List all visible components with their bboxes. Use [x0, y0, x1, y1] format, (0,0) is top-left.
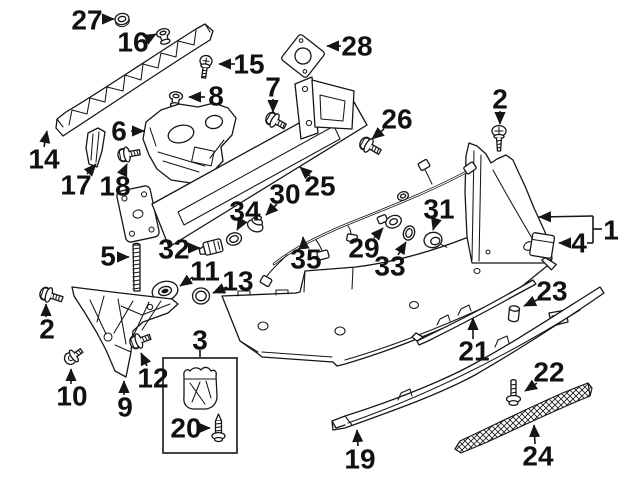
callout-17-leader-0: [83, 163, 97, 177]
callout-11: 11: [190, 256, 220, 287]
callout-3: 3: [192, 325, 208, 356]
part-33-o-ring: [402, 225, 416, 241]
part-34-o-ring: [225, 232, 243, 246]
part-10-screw: [63, 348, 84, 366]
callout-19: 19: [344, 444, 375, 475]
callout-1: 1: [603, 215, 619, 246]
callout-26-leader-0: [371, 127, 385, 140]
callout-9: 9: [117, 392, 133, 423]
part-9-side-bracket: [71, 286, 179, 378]
callout-2: 2: [492, 84, 508, 115]
part-15-screw: [199, 54, 213, 79]
callout-28: 28: [341, 31, 372, 62]
callout-34: 34: [229, 196, 261, 227]
part-18-bolt: [117, 146, 141, 163]
callout-33-leader-0: [394, 241, 407, 256]
callout-16-leader-0: [142, 33, 157, 45]
callout-14: 14: [28, 144, 60, 175]
callout-5: 5: [100, 241, 116, 272]
callout-29-leader-0: [370, 227, 384, 241]
part-28-gasket: [281, 34, 325, 78]
callout-24-leader-0: [529, 424, 541, 445]
part-5-stud: [132, 242, 141, 292]
part-12-bolt: [129, 333, 152, 350]
callout-31: 31: [423, 194, 454, 225]
callout-18: 18: [99, 171, 130, 202]
part-26-bolt: [359, 136, 382, 155]
part-23-buffer: [507, 305, 521, 323]
callout-12: 12: [137, 363, 168, 394]
part-14-absorber-strip: [55, 23, 214, 137]
part-35-harness: [259, 158, 477, 288]
callout-21: 21: [458, 336, 489, 367]
callout-13-leader-0: [212, 283, 228, 294]
part-20-screw: [211, 413, 226, 443]
callout-13: 13: [222, 266, 253, 297]
part-24-mesh-grille: [454, 382, 593, 454]
callout-23: 23: [536, 276, 567, 307]
callout-2: 2: [39, 314, 55, 345]
callout-26: 26: [381, 104, 412, 135]
part-22-stud: [505, 379, 522, 407]
part-25-impact-bar: [116, 76, 368, 248]
part-4-tow-eye-cover: [529, 232, 557, 271]
callout-11-leader-0: [179, 274, 194, 287]
callout-33: 33: [374, 251, 405, 282]
callout-30: 30: [269, 179, 300, 210]
part-7-bolt: [265, 111, 287, 130]
callout-12-leader-0: [140, 352, 152, 367]
part-16-clip: [155, 27, 171, 45]
part-31-sensor: [423, 231, 448, 249]
part-30-sensor-retainer: [246, 214, 264, 233]
callout-22: 22: [533, 357, 564, 388]
callout-25-leader-0: [299, 166, 313, 180]
callout-20: 20: [170, 413, 201, 444]
part-27-nut: [114, 12, 130, 28]
part-17-bracket: [85, 127, 106, 168]
part-2-bolt-left: [39, 286, 64, 303]
part-6-bracket: [142, 102, 237, 184]
callout-18-leader-0: [116, 163, 128, 178]
callout-34-leader-0: [236, 216, 248, 231]
callout-35: 35: [290, 244, 321, 275]
callout-16: 16: [117, 27, 148, 58]
callout-8: 8: [208, 81, 224, 112]
callout-4: 4: [571, 228, 587, 259]
callout-27: 27: [71, 5, 102, 36]
callout-17: 17: [60, 170, 91, 201]
callout-6: 6: [111, 116, 127, 147]
callout-19-leader-0: [352, 429, 364, 447]
part-13-o-ring: [191, 287, 211, 305]
callout-22-leader-0: [524, 379, 539, 392]
callout-30-leader-0: [265, 202, 279, 216]
part-19-valance: [331, 286, 605, 431]
callout-31-leader-0: [431, 216, 442, 231]
part-29-sensor: [376, 214, 402, 229]
kit-bag: [183, 366, 218, 410]
callout-23-leader-0: [523, 295, 540, 307]
callout-32: 32: [158, 234, 189, 265]
callout-29: 29: [348, 233, 379, 264]
callout-25: 25: [304, 171, 335, 202]
callout-14-leader-0: [39, 130, 51, 148]
callout-15: 15: [233, 49, 264, 80]
part-2-screw-top: [491, 124, 507, 152]
callout-35-leader-0: [298, 236, 310, 250]
tow-hook-bracket: [294, 76, 355, 140]
part-3-hardware-kit-box: [162, 357, 238, 454]
callout-1-leader-3: [538, 211, 594, 223]
callout-24: 24: [522, 441, 554, 472]
callout-7: 7: [265, 72, 281, 103]
callout-10: 10: [56, 381, 87, 412]
